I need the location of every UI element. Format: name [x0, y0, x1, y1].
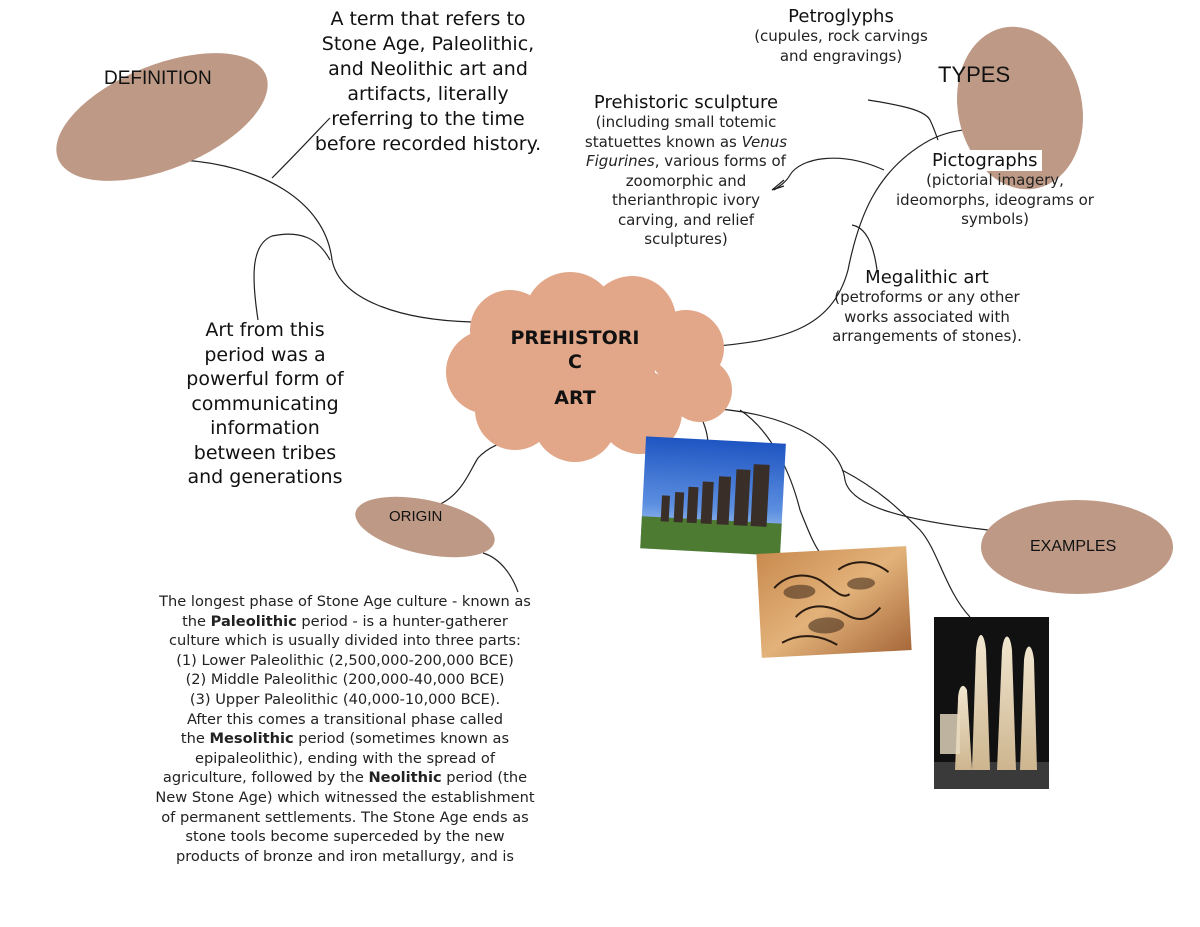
megalithic-title: Megalithic art: [865, 267, 989, 288]
definition-bubble: [56, 53, 268, 181]
origin-line: the Mesolithic period (sometimes known a…: [115, 729, 575, 749]
sculpture-desc-line: statuettes known as Venus: [566, 133, 806, 153]
pictographs-desc-line: ideomorphs, ideograms or: [896, 190, 1094, 209]
origin-line: (1) Lower Paleolithic (2,500,000-200,000…: [176, 651, 514, 669]
line-example-ivory: [841, 469, 971, 618]
origin-line: products of bronze and iron metallurgy, …: [175, 847, 514, 865]
origin-text-span: period - is a hunter-gatherer: [296, 612, 508, 630]
central-title-line2: C: [568, 351, 582, 373]
sculpture-desc-line: (including small totemic: [595, 113, 777, 131]
sculpture-desc-line: therianthropic ivory: [611, 191, 761, 209]
pictographs-desc-line: symbols): [961, 210, 1029, 228]
origin-line: culture which is usually divided into th…: [169, 632, 521, 650]
line-petroglyphs: [867, 99, 939, 141]
origin-line: the Paleolithic period - is a hunter-gat…: [115, 612, 575, 632]
line-examples: [699, 407, 989, 531]
origin-text-span: the: [182, 612, 211, 630]
origin-label: ORIGIN: [389, 508, 443, 525]
sculpture-desc-line: Figurines, various forms of: [566, 152, 806, 172]
line-megalithic: [851, 224, 878, 271]
origin-line: of permanent settlements. The Stone Age …: [161, 808, 529, 826]
ivory-figurines-photo: [934, 617, 1049, 789]
definition-line: artifacts, literally: [347, 83, 509, 105]
central-title-line3: ART: [554, 387, 596, 409]
origin-line: New Stone Age) which witnessed the estab…: [155, 788, 535, 806]
origin-line: (2) Middle Paleolithic (200,000-40,000 B…: [185, 671, 505, 689]
origin-line: After this comes a transitional phase ca…: [186, 710, 504, 728]
definition-line: and Neolithic art and: [328, 58, 528, 80]
origin-line: (3) Upper Paleolithic (40,000-10,000 BCE…: [189, 690, 501, 708]
sculpture-desc-emphasis: Figurines: [586, 152, 655, 170]
megalithic-desc-line: (petroforms or any other: [834, 288, 1020, 306]
line-origin: [437, 439, 513, 506]
megalithic-node: Megalithic art (petroforms or any other …: [810, 267, 1044, 347]
sculpture-desc-line: sculptures): [644, 230, 728, 248]
central-title-line1: PREHISTORI: [510, 327, 640, 349]
sculpture-desc-emphasis: Venus: [741, 132, 788, 151]
communication-line: information: [210, 417, 320, 439]
petroglyphs-title: Petroglyphs: [788, 6, 894, 27]
sculpture-desc-line: zoomorphic and: [625, 171, 747, 190]
communication-line: communicating: [191, 392, 339, 415]
origin-line: agriculture, followed by the Neolithic p…: [115, 768, 575, 788]
types-bubble: [957, 26, 1083, 190]
communication-text: Art from this period was a powerful form…: [165, 318, 365, 490]
central-cloud: [446, 272, 732, 462]
sculpture-desc-text: statuettes known as: [584, 132, 742, 151]
line-central-definition: [181, 159, 473, 323]
line-types: [717, 128, 989, 347]
origin-line: stone tools become superceded by the new: [185, 828, 505, 846]
line-origin-text: [482, 552, 519, 593]
origin-bold-term: Neolithic: [368, 769, 442, 787]
megalithic-desc-line: works associated with: [844, 307, 1010, 326]
sculpture-desc-text: , various forms of: [654, 152, 786, 170]
line-example-cave: [739, 409, 823, 556]
origin-text: The longest phase of Stone Age culture -…: [115, 592, 575, 870]
definition-line: A term that refers to: [330, 8, 526, 30]
pictographs-desc-line: (pictorial imagery,: [926, 171, 1064, 189]
pictographs-node: Pictographs (pictorial imagery, ideomorp…: [876, 150, 1114, 230]
origin-line: epipaleolithic), ending with the spread …: [195, 749, 495, 767]
central-title: PREHISTORI C ART: [490, 326, 660, 410]
origin-bubble: [355, 496, 495, 558]
communication-line: Art from this: [205, 319, 325, 341]
sculpture-node: Prehistoric sculpture (including small t…: [566, 92, 806, 250]
origin-text-span: agriculture, followed by the: [162, 769, 369, 787]
origin-text-span: the: [180, 730, 210, 748]
connector-lines: [181, 99, 989, 618]
examples-bubble: [981, 500, 1173, 594]
origin-text-span: period (the: [441, 769, 528, 787]
petroglyphs-desc-line: (cupules, rock carvings: [754, 27, 928, 45]
definition-line: referring to the time: [331, 108, 525, 130]
types-label: TYPES: [938, 62, 1011, 87]
line-sculpture: [773, 157, 885, 191]
communication-line: powerful form of: [186, 368, 344, 390]
origin-bold-term: Mesolithic: [209, 730, 294, 748]
communication-line: and generations: [187, 466, 343, 488]
examples-label: EXAMPLES: [1030, 538, 1117, 555]
definition-label: DEFINITION: [104, 68, 212, 89]
petroglyphs-desc-line: and engravings): [779, 46, 903, 65]
pictographs-title: Pictographs: [928, 150, 1042, 171]
petroglyphs-node: Petroglyphs (cupules, rock carvings and …: [730, 6, 952, 66]
cave-painting-photo: [756, 546, 912, 658]
definition-line: before recorded history.: [314, 133, 542, 155]
moai-statues-photo: [640, 436, 786, 556]
communication-line: period was a: [204, 343, 326, 366]
line-definition-text: [271, 117, 331, 179]
arrow-sculpture: [771, 179, 785, 191]
sculpture-desc-line: carving, and relief: [617, 210, 755, 229]
megalithic-desc-line: arrangements of stones).: [832, 327, 1022, 345]
origin-text-span: period (sometimes known as: [293, 730, 510, 748]
line-communication: [253, 233, 331, 321]
origin-bold-term: Paleolithic: [210, 612, 297, 630]
definition-text: A term that refers to Stone Age, Paleoli…: [296, 7, 560, 157]
communication-line: between tribes: [193, 441, 337, 464]
sculpture-title: Prehistoric sculpture: [593, 92, 779, 113]
definition-line: Stone Age, Paleolithic,: [321, 33, 535, 55]
origin-line: The longest phase of Stone Age culture -…: [159, 593, 531, 610]
